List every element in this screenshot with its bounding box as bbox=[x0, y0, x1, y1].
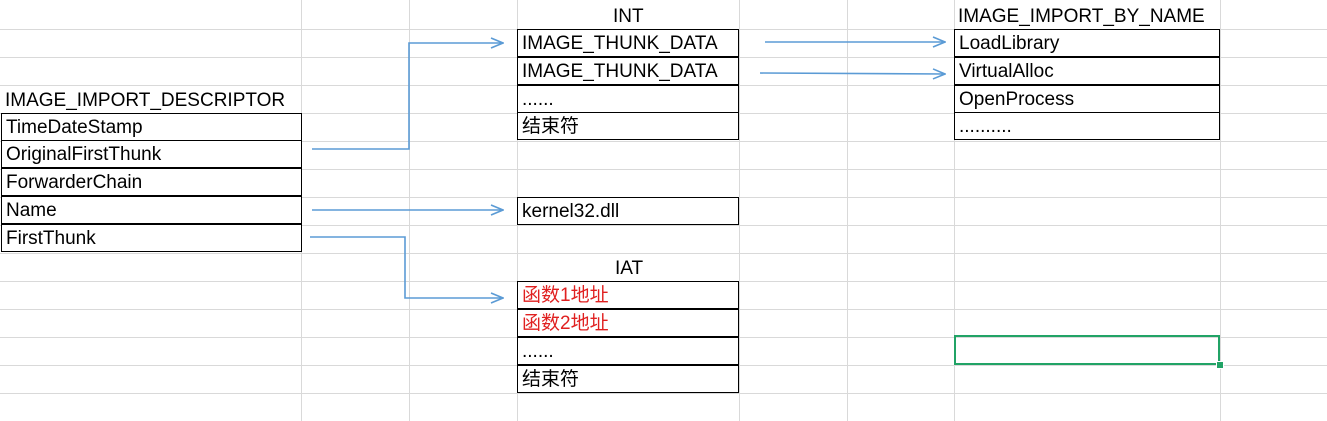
descriptor-field-firstthunk[interactable]: FirstThunk bbox=[1, 224, 302, 252]
iat-row[interactable]: 函数1地址 bbox=[517, 281, 739, 309]
dll-name-cell[interactable]: kernel32.dll bbox=[517, 197, 739, 225]
iat-title: IAT bbox=[615, 258, 644, 279]
int-row[interactable]: IMAGE_THUNK_DATA bbox=[517, 57, 739, 85]
descriptor-title: IMAGE_IMPORT_DESCRIPTOR bbox=[5, 90, 286, 111]
descriptor-field-forwarderchain[interactable]: ForwarderChain bbox=[1, 168, 302, 196]
by-name-row[interactable]: OpenProcess bbox=[954, 85, 1220, 113]
by-name-row[interactable]: LoadLibrary bbox=[954, 29, 1220, 57]
selected-cell[interactable] bbox=[954, 335, 1220, 365]
iat-row[interactable]: 函数2地址 bbox=[517, 309, 739, 337]
by-name-row[interactable]: .......... bbox=[954, 112, 1220, 140]
descriptor-field-originalfirstthunk[interactable]: OriginalFirstThunk bbox=[1, 140, 302, 168]
int-row[interactable]: IMAGE_THUNK_DATA bbox=[517, 29, 739, 57]
by-name-title: IMAGE_IMPORT_BY_NAME bbox=[958, 6, 1205, 27]
descriptor-field-timedatestamp[interactable]: TimeDateStamp bbox=[1, 113, 302, 141]
iat-row[interactable]: ...... bbox=[517, 337, 739, 365]
by-name-row[interactable]: VirtualAlloc bbox=[954, 57, 1220, 85]
fill-handle[interactable] bbox=[1216, 361, 1224, 369]
iat-row[interactable]: 结束符 bbox=[517, 365, 739, 393]
int-title: INT bbox=[613, 6, 644, 27]
int-row[interactable]: 结束符 bbox=[517, 112, 739, 140]
descriptor-field-name[interactable]: Name bbox=[1, 196, 302, 224]
int-row[interactable]: ...... bbox=[517, 85, 739, 113]
